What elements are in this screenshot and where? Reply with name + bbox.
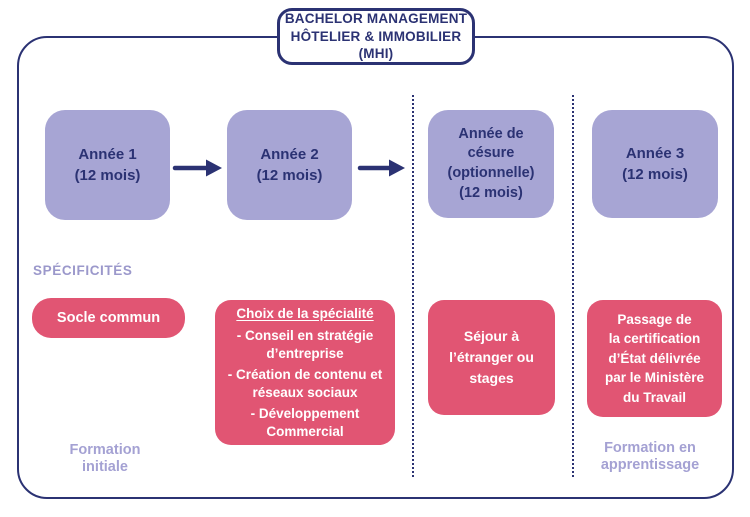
specialite-item: - Développement Commercial xyxy=(250,405,360,439)
timeline-separator-right xyxy=(572,95,574,477)
certification-label: Passage de la certification d’État déliv… xyxy=(604,311,705,405)
year-label: Année 3 (12 mois) xyxy=(622,145,688,183)
certification-box: Passage de la certification d’État déliv… xyxy=(587,300,722,417)
year-box-annee-1: Année 1 (12 mois) xyxy=(45,110,170,220)
choix-specialite-box: Choix de la spécialité - Conseil en stra… xyxy=(215,300,395,445)
year-label: Année 2 (12 mois) xyxy=(256,146,323,184)
year-box-annee-cesure: Année de césure (optionnelle) (12 mois) xyxy=(428,110,554,218)
specialite-item: - Conseil en stratégie d’entreprise xyxy=(236,328,374,362)
year-label: Année de césure (optionnelle) (12 mois) xyxy=(447,125,535,201)
sejour-etranger-box: Séjour à l’étranger ou stages xyxy=(428,300,555,415)
specialite-item: - Création de contenu et réseaux sociaux xyxy=(227,367,383,400)
arrow-right-icon xyxy=(357,159,405,177)
footer-formation-initiale: Formation initiale xyxy=(69,442,141,476)
choix-specialite-title: Choix de la spécialité xyxy=(236,305,374,321)
program-title: BACHELOR MANAGEMENT HÔTELIER & IMMOBILIE… xyxy=(284,11,468,62)
sejour-etranger-label: Séjour à l’étranger ou stages xyxy=(449,328,534,386)
socle-commun-label: Socle commun xyxy=(56,310,161,326)
year-box-annee-2: Année 2 (12 mois) xyxy=(227,110,352,220)
socle-commun-box: Socle commun xyxy=(32,298,185,338)
arrow-right-icon xyxy=(172,159,222,177)
footer-formation-apprentissage: Formation en apprentissage xyxy=(600,440,700,474)
year-box-annee-3: Année 3 (12 mois) xyxy=(592,110,718,218)
year-label: Année 1 (12 mois) xyxy=(74,146,141,184)
program-title-box: BACHELOR MANAGEMENT HÔTELIER & IMMOBILIE… xyxy=(277,8,475,65)
timeline-separator-left xyxy=(412,95,414,477)
specificites-heading: SPÉCIFICITÉS xyxy=(33,263,133,278)
